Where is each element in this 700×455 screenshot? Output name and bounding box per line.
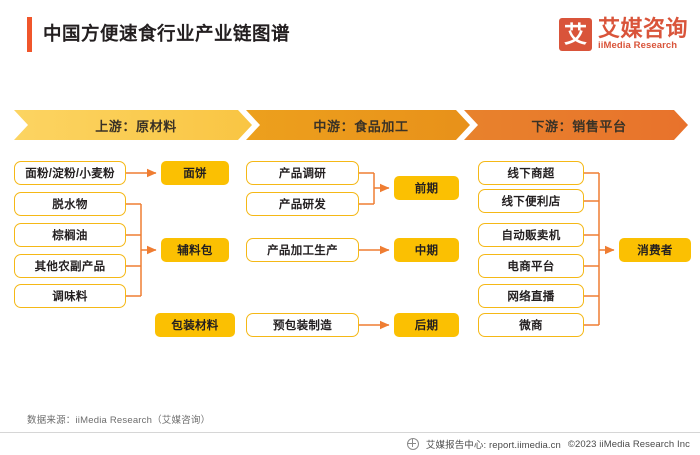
node-component-1-label: 辅料包: [177, 245, 213, 257]
node-raw-material-4-label: 调味料: [52, 291, 88, 303]
logo-name-en: iiMedia Research: [597, 39, 678, 51]
node-consumer[interactable]: 消费者: [619, 238, 691, 262]
node-raw-material-2[interactable]: 棕榈油: [14, 223, 126, 247]
node-channel-0-label: 线下商超: [507, 168, 555, 180]
node-channel-3[interactable]: 电商平台: [478, 254, 584, 278]
node-process-2[interactable]: 产品加工生产: [246, 238, 359, 262]
node-phase-1[interactable]: 中期: [394, 238, 459, 262]
node-channel-4-label: 网络直播: [507, 291, 555, 303]
node-process-2-label: 产品加工生产: [267, 245, 338, 257]
node-raw-material-3[interactable]: 其他农副产品: [14, 254, 126, 278]
stage-banner-upstream: 上游：原材料: [14, 110, 252, 140]
node-raw-material-3-label: 其他农副产品: [34, 261, 106, 273]
logo-text: 艾媒咨询 iiMedia Research: [598, 17, 688, 52]
node-channel-3-label: 电商平台: [507, 261, 555, 273]
node-channel-1[interactable]: 线下便利店: [478, 189, 584, 213]
node-phase-1-label: 中期: [414, 245, 439, 257]
node-component-0[interactable]: 面饼: [161, 161, 229, 185]
node-channel-0[interactable]: 线下商超: [478, 161, 584, 185]
stage-banner-downstream-label: 下游：销售平台: [531, 118, 627, 134]
stage-banner-row: 上游：原材料 中游：食品加工 下游：销售平台: [0, 110, 700, 140]
node-channel-4[interactable]: 网络直播: [478, 284, 584, 308]
node-raw-material-0[interactable]: 面粉/淀粉/小麦粉: [14, 161, 126, 185]
stage-banner-midstream: 中游：食品加工: [246, 110, 470, 140]
node-consumer-label: 消费者: [637, 245, 673, 257]
footer-bar: 艾媒报告中心: report.iimedia.cn ©2023 iiMedia …: [0, 433, 700, 455]
node-raw-material-1[interactable]: 脱水物: [14, 192, 126, 216]
node-raw-material-2-label: 棕榈油: [52, 230, 88, 242]
footer-divider: [0, 432, 700, 433]
stage-banner-midstream-label: 中游：食品加工: [313, 118, 409, 134]
node-channel-2-label: 自动贩卖机: [501, 230, 561, 242]
node-component-2-label: 包装材料: [171, 320, 219, 332]
node-channel-5[interactable]: 微商: [478, 313, 584, 337]
node-component-1[interactable]: 辅料包: [161, 238, 229, 262]
node-phase-0-label: 前期: [414, 183, 439, 195]
node-component-2[interactable]: 包装材料: [155, 313, 235, 337]
node-channel-1-label: 线下便利店: [501, 196, 561, 208]
node-process-0[interactable]: 产品调研: [246, 161, 359, 185]
node-process-1[interactable]: 产品研发: [246, 192, 359, 216]
node-phase-0[interactable]: 前期: [394, 176, 459, 200]
node-raw-material-1-label: 脱水物: [52, 199, 88, 211]
node-component-0-label: 面饼: [183, 168, 207, 180]
node-raw-material-0-label: 面粉/淀粉/小麦粉: [25, 168, 115, 180]
report-center-link[interactable]: 艾媒报告中心: report.iimedia.cn: [425, 440, 561, 451]
stage-banner-upstream-label: 上游：原材料: [95, 118, 177, 134]
node-phase-2-label: 后期: [414, 320, 439, 332]
data-source-note: 数据来源：iiMedia Research（艾媒咨询）: [27, 415, 211, 426]
title-accent-bar: [27, 17, 32, 52]
globe-icon: [406, 438, 419, 450]
page-header: 中国方便速食行业产业链图谱 艾 艾媒咨询 iiMedia Research: [0, 0, 700, 68]
imedia-logo: 艾 艾媒咨询 iiMedia Research: [558, 14, 688, 54]
page-title: 中国方便速食行业产业链图谱: [43, 23, 291, 44]
node-process-3-label: 预包装制造: [273, 320, 332, 332]
logo-mark-icon: 艾: [558, 17, 592, 51]
node-raw-material-4[interactable]: 调味料: [14, 284, 126, 308]
node-phase-2[interactable]: 后期: [394, 313, 459, 337]
node-process-1-label: 产品研发: [278, 199, 327, 211]
stage-banner-downstream: 下游：销售平台: [464, 110, 688, 140]
logo-name-cn: 艾媒咨询: [597, 15, 688, 41]
node-process-3[interactable]: 预包装制造: [246, 313, 359, 337]
node-process-0-label: 产品调研: [278, 168, 327, 180]
node-channel-5-label: 微商: [519, 320, 543, 332]
node-channel-2[interactable]: 自动贩卖机: [478, 223, 584, 247]
copyright-text: ©2023 iiMedia Research Inc: [567, 438, 690, 450]
